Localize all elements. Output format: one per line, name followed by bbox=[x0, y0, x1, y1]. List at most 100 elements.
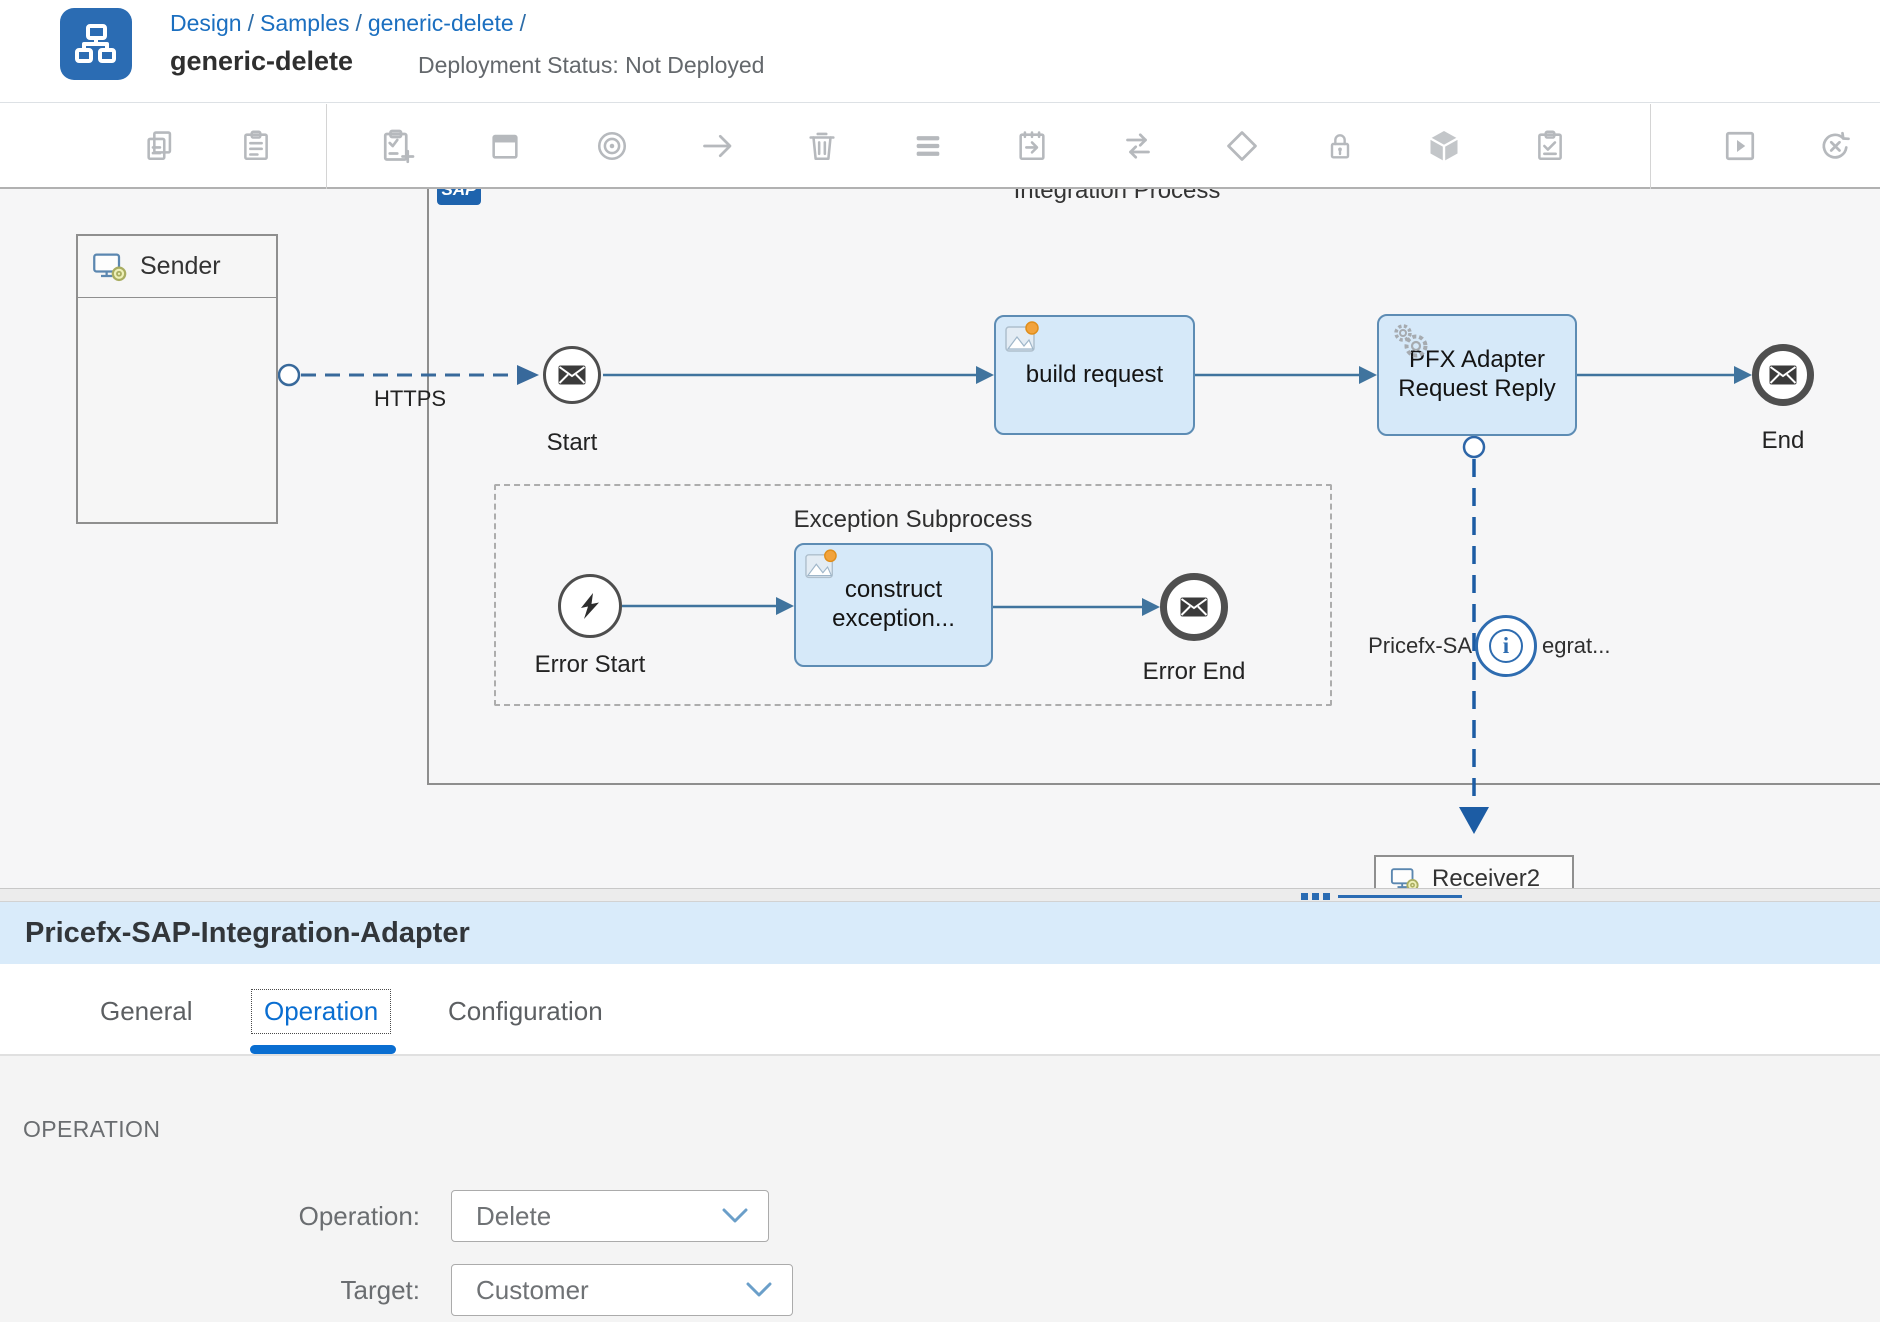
page-header: Design/Samples/generic-delete/ generic-d… bbox=[0, 0, 1880, 103]
operation-select[interactable]: Delete bbox=[451, 1190, 769, 1242]
pool-label: Integration Process bbox=[427, 189, 1807, 205]
add-participant-button[interactable] bbox=[483, 124, 527, 168]
construct-exception-label-line1: construct bbox=[845, 576, 942, 605]
breadcrumb-separator: / bbox=[514, 10, 532, 36]
gateway-button[interactable] bbox=[1220, 124, 1264, 168]
delete-button[interactable] bbox=[800, 124, 844, 168]
play-icon bbox=[1722, 128, 1758, 164]
start-event[interactable] bbox=[543, 346, 601, 404]
sap-logo: SAP bbox=[437, 189, 481, 205]
add-task-icon bbox=[380, 128, 416, 164]
trash-icon bbox=[805, 129, 839, 163]
tab-general[interactable]: General bbox=[88, 990, 205, 1033]
export-button[interactable] bbox=[1010, 124, 1054, 168]
sitemap-icon bbox=[73, 21, 119, 67]
error-bolt-icon bbox=[577, 592, 603, 620]
package-button[interactable] bbox=[1422, 124, 1466, 168]
page-title: generic-delete bbox=[170, 46, 353, 77]
toolbar-separator bbox=[1650, 104, 1651, 189]
gears-icon bbox=[1387, 320, 1433, 364]
deploy-button[interactable] bbox=[1718, 124, 1762, 168]
end-event[interactable] bbox=[1752, 344, 1814, 406]
breadcrumb-link-samples[interactable]: Samples bbox=[260, 10, 349, 36]
cancel-deploy-button[interactable] bbox=[1813, 124, 1857, 168]
pfx-adapter-step[interactable]: PFX Adapter Request Reply bbox=[1377, 314, 1577, 436]
panel-splitter[interactable] bbox=[0, 888, 1880, 902]
export-icon bbox=[1015, 129, 1049, 163]
error-start-label: Error Start bbox=[510, 651, 670, 679]
copy-icon bbox=[143, 129, 177, 163]
arrow-right-icon bbox=[700, 128, 736, 164]
build-request-label: build request bbox=[1026, 361, 1163, 390]
build-request-step[interactable]: build request bbox=[994, 315, 1195, 435]
target-select-value: Customer bbox=[452, 1275, 746, 1306]
diagram-canvas: Integration Process SAP bbox=[0, 189, 1880, 888]
content-modifier-icon bbox=[805, 552, 837, 584]
error-start-event[interactable] bbox=[558, 574, 622, 638]
receiver2-label: Receiver2 bbox=[1432, 865, 1540, 888]
adapter-info-badge[interactable]: i bbox=[1475, 615, 1537, 677]
menu-button[interactable] bbox=[906, 124, 950, 168]
target-icon bbox=[595, 129, 629, 163]
diamond-icon bbox=[1224, 128, 1260, 164]
breadcrumb-link-generic-delete[interactable]: generic-delete bbox=[368, 10, 514, 36]
end-event-label: End bbox=[1713, 427, 1853, 455]
breadcrumb-separator: / bbox=[242, 10, 260, 36]
tab-configuration[interactable]: Configuration bbox=[436, 990, 615, 1033]
error-end-label: Error End bbox=[1114, 658, 1274, 686]
connect-button[interactable] bbox=[696, 124, 740, 168]
pfx-adapter-label-line2: Request Reply bbox=[1398, 375, 1555, 404]
breadcrumb-link-design[interactable]: Design bbox=[170, 10, 242, 36]
receiver-system-icon bbox=[1390, 867, 1420, 889]
paste-button[interactable] bbox=[234, 124, 278, 168]
tab-operation[interactable]: Operation bbox=[252, 990, 390, 1033]
lock-icon bbox=[1324, 129, 1356, 163]
hamburger-icon bbox=[911, 129, 945, 163]
toolbar-separator bbox=[326, 104, 327, 189]
target-button[interactable] bbox=[590, 124, 634, 168]
target-field-label: Target: bbox=[100, 1264, 420, 1316]
message-envelope-icon bbox=[1769, 365, 1797, 385]
adapter-flow-label-left: Pricefx-SA bbox=[1272, 633, 1472, 659]
adapter-flow-label-right: egrat... bbox=[1542, 633, 1610, 659]
active-tab-underline bbox=[250, 1045, 396, 1054]
operation-select-value: Delete bbox=[452, 1201, 722, 1232]
message-envelope-icon bbox=[558, 365, 586, 385]
deployment-status: Deployment Status: Not Deployed bbox=[418, 52, 764, 79]
exception-subprocess-title: Exception Subprocess bbox=[496, 486, 1330, 534]
construct-exception-step[interactable]: construct exception... bbox=[794, 543, 993, 667]
breadcrumb-separator: / bbox=[349, 10, 367, 36]
splitter-grip-bar bbox=[1338, 895, 1462, 898]
swap-icon bbox=[1120, 128, 1156, 164]
add-task-button[interactable] bbox=[376, 124, 420, 168]
chevron-down-icon bbox=[746, 1282, 772, 1298]
panel-title: Pricefx-SAP-Integration-Adapter bbox=[25, 902, 470, 964]
copy-button[interactable] bbox=[138, 124, 182, 168]
breadcrumb: Design/Samples/generic-delete/ bbox=[170, 10, 532, 37]
participant-icon bbox=[488, 129, 522, 163]
checklist-icon bbox=[1533, 129, 1567, 163]
target-select[interactable]: Customer bbox=[451, 1264, 793, 1316]
panel-tabs: General Operation Configuration bbox=[0, 964, 1880, 1056]
sender-participant[interactable]: Sender bbox=[76, 234, 278, 524]
panel-header: Pricefx-SAP-Integration-Adapter bbox=[0, 902, 1880, 964]
checklist-button[interactable] bbox=[1528, 124, 1572, 168]
editor-toolbar bbox=[0, 104, 1880, 189]
security-button[interactable] bbox=[1318, 124, 1362, 168]
swap-button[interactable] bbox=[1116, 124, 1160, 168]
cube-icon bbox=[1426, 128, 1462, 164]
iflow-tile-icon bbox=[60, 8, 132, 80]
sender-system-icon bbox=[92, 252, 128, 282]
operation-field-label: Operation: bbox=[100, 1190, 420, 1242]
error-end-event[interactable] bbox=[1160, 573, 1228, 641]
message-envelope-icon bbox=[1180, 597, 1208, 617]
chevron-down-icon bbox=[722, 1208, 748, 1224]
sender-label: Sender bbox=[140, 252, 221, 281]
splitter-grip-dots bbox=[1301, 893, 1330, 900]
panel-content: OPERATION Operation: Delete Target: Cust… bbox=[0, 1056, 1880, 1322]
construct-exception-label-line2: exception... bbox=[832, 605, 955, 634]
content-modifier-icon bbox=[1005, 324, 1039, 358]
receiver2-participant[interactable]: Receiver2 bbox=[1374, 855, 1574, 888]
start-event-label: Start bbox=[502, 429, 642, 457]
